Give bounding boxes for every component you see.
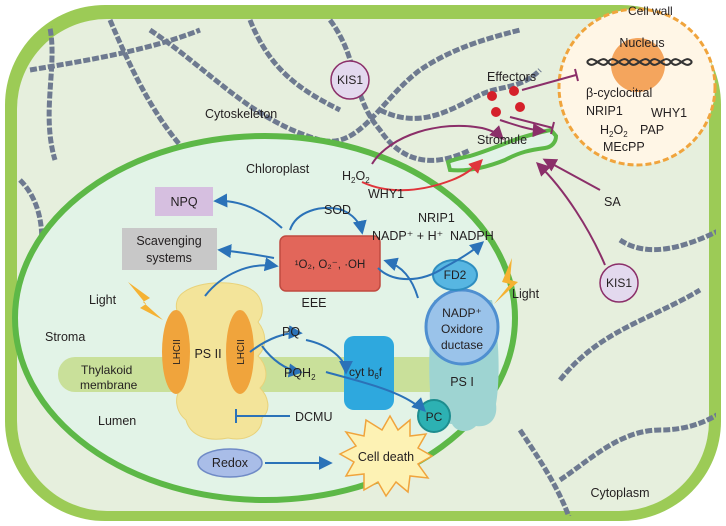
light-left-label: Light [89, 293, 117, 307]
kis1-label-top: KIS1 [337, 73, 363, 87]
eee-label: EEE [301, 296, 326, 310]
nucleolus [611, 38, 665, 92]
ps2-label: PS II [194, 347, 221, 361]
sa-label: SA [604, 195, 621, 209]
cytoplasm-label: Cytoplasm [590, 486, 649, 500]
nucleus [557, 7, 717, 167]
scavenging-label-line2: systems [146, 251, 192, 265]
stroma-label: Stroma [45, 330, 85, 344]
cytoskeleton-label: Cytoskeleton [205, 107, 277, 121]
lhcii-right-label: LHCII [236, 339, 247, 365]
scavenging-label-line1: Scavenging [136, 234, 201, 248]
pq-label: PQ [282, 325, 300, 339]
redox-label: Redox [212, 456, 249, 470]
pap-label: PAP [640, 123, 664, 137]
light-right-label: Light [512, 287, 540, 301]
npq-label: NPQ [170, 195, 197, 209]
lhcii-left-label: LHCII [172, 339, 183, 365]
ros-box [279, 235, 381, 292]
ps1-label: PS I [450, 375, 474, 389]
beta-cyclocitral-label: β-cyclocitral [586, 86, 652, 100]
thylakoid-label-line1: Thylakoid [81, 363, 132, 377]
nadph-label: NADPH [450, 229, 494, 243]
kis1-node-top [330, 60, 370, 100]
cytb6f-complex [344, 336, 394, 410]
h2o2-nucleus-label: H2O2 [600, 123, 628, 139]
lightning-icon [128, 282, 163, 320]
nadp-oxidoreductase-line3: ductase [441, 338, 483, 352]
lhcii-left [162, 310, 190, 394]
lumen-label: Lumen [98, 414, 136, 428]
nadp-oxidoreductase-line1: NADP⁺ [442, 306, 482, 320]
blue-arrows [204, 193, 485, 470]
lhcii-right [226, 310, 254, 394]
nadp-reaction-label: NADP⁺ + H⁺ [372, 229, 443, 243]
labels: Cell wall Cytoskeleton KIS1 KIS1 Nucleus… [45, 4, 687, 500]
sod-label: SOD [324, 203, 351, 217]
lightning-icon [494, 258, 518, 304]
effector-dots [487, 86, 525, 117]
why1-nucleus-label: WHY1 [651, 106, 687, 120]
effector-inhibition [509, 68, 579, 135]
h2o2-label: H2O2 [342, 169, 370, 185]
scavenging-box [122, 228, 217, 270]
cell-wall-label: Cell wall [628, 4, 673, 18]
effectors-label: Effectors [487, 70, 536, 84]
purple-arrows [371, 119, 606, 266]
fd2-label: FD2 [444, 268, 467, 282]
kis1-node-right [599, 263, 639, 303]
cell-death-label: Cell death [358, 450, 414, 464]
redox-node [197, 448, 263, 478]
red-arrow [361, 159, 483, 192]
pc-node [417, 399, 451, 433]
chloroplast-label: Chloroplast [246, 162, 310, 176]
nadp-oxidoreductase-line2: Oxidore [441, 322, 483, 336]
thylakoid-label-line2: membrane [80, 378, 138, 392]
mecpp-label: MEcPP [603, 140, 645, 154]
nrip1-nucleus-label: NRIP1 [586, 104, 623, 118]
dna-helix-icon [586, 58, 693, 66]
kis1-label-right: KIS1 [606, 276, 632, 290]
dcmu-inhibition [235, 409, 290, 423]
npq-box [155, 187, 213, 216]
cell-death-burst [338, 414, 434, 498]
why1-label: WHY1 [368, 187, 404, 201]
pqh2-label: PQH2 [284, 366, 316, 382]
nrip1-label: NRIP1 [418, 211, 455, 225]
stromule-label: Stromule [477, 133, 527, 147]
ros-label: ¹O₂, O₂⁻, ·OH [295, 259, 366, 271]
pc-label: PC [426, 410, 443, 424]
nucleus-label: Nucleus [619, 36, 664, 50]
cytb6f-label: cyt b6f [349, 365, 383, 381]
chloroplast-envelope [12, 133, 518, 503]
dcmu-label: DCMU [295, 410, 333, 424]
